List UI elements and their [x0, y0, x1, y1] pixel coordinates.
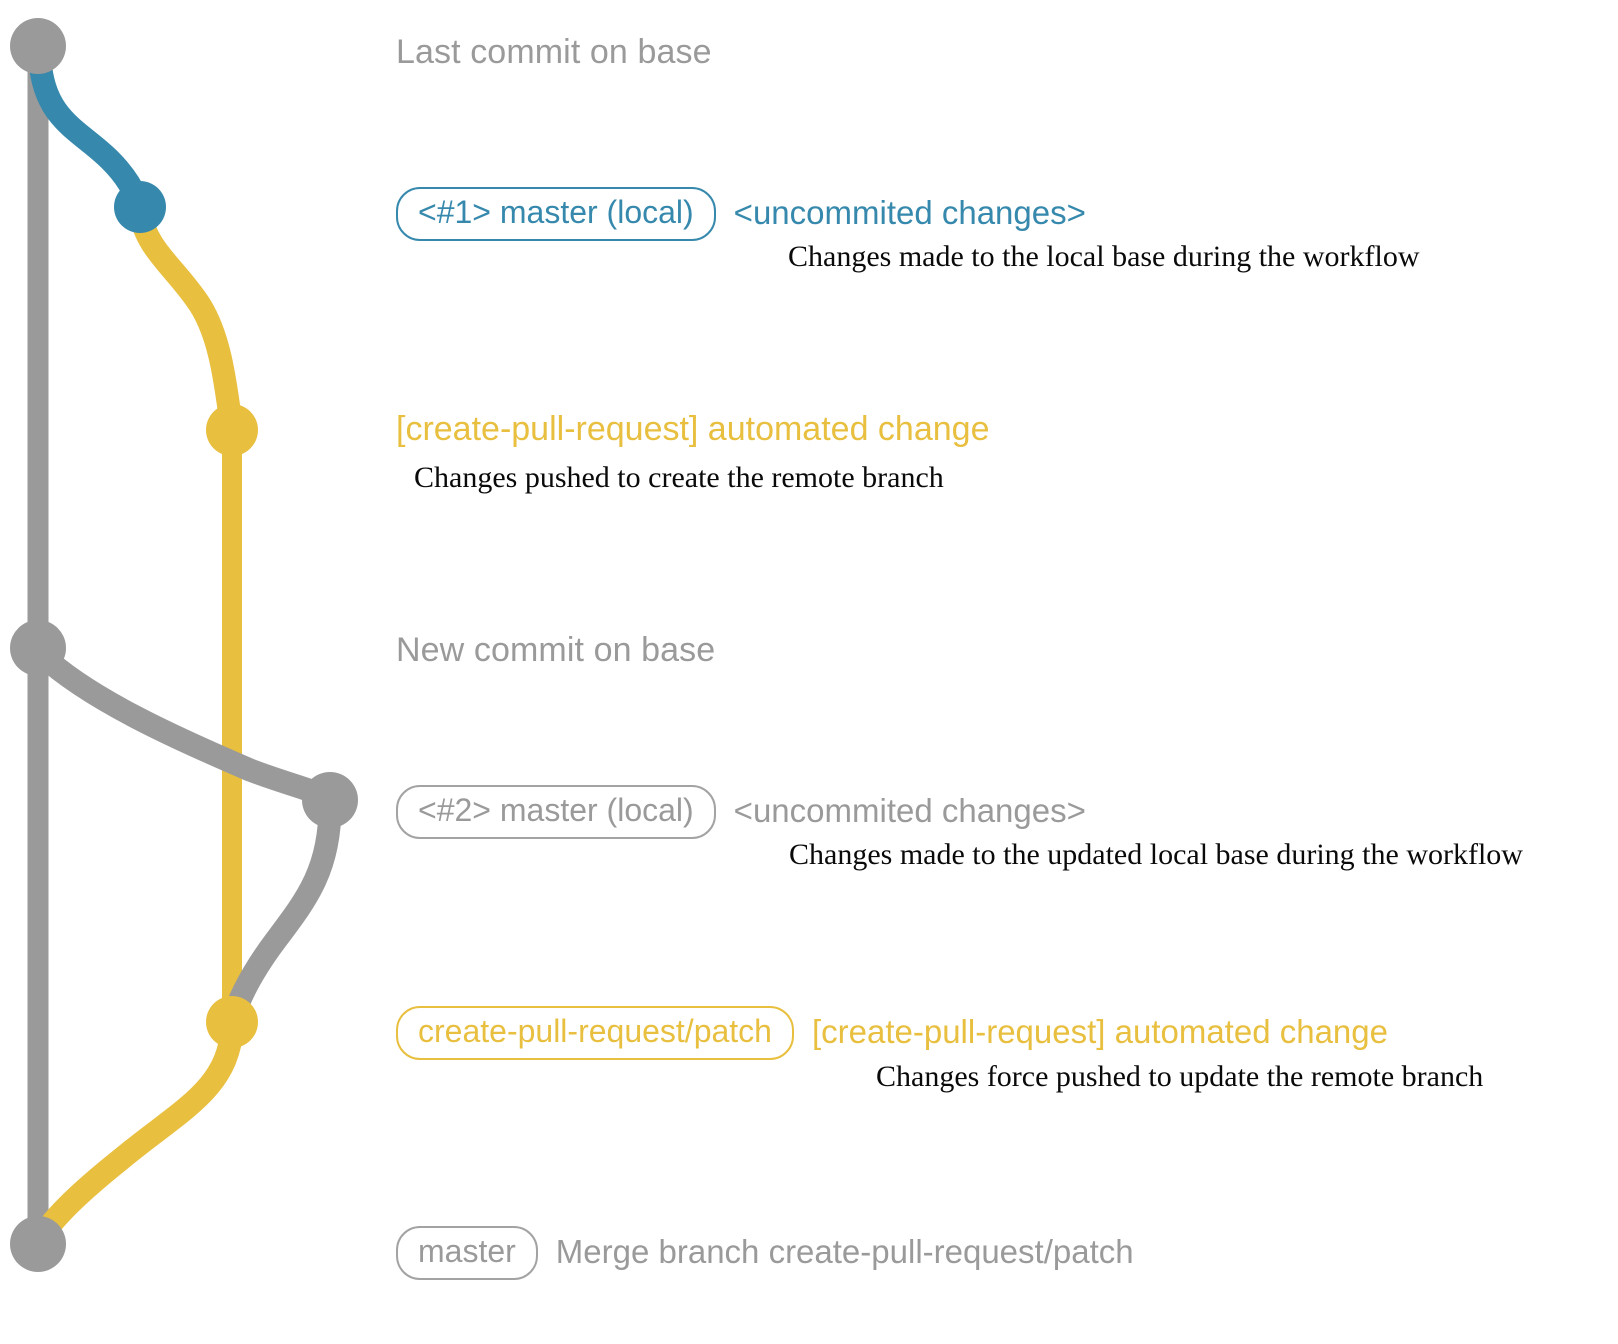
row-last-commit-on-base: Last commit on base [396, 33, 712, 72]
edge-remote2-to-merge [26, 1016, 244, 1256]
commit-subject-master-local-1: <uncommited changes> [733, 194, 1086, 232]
branch-pill-master-local-1[interactable]: <#1> master (local) [396, 187, 716, 241]
row-new-commit-on-base: New commit on base [396, 631, 715, 670]
edge-local1-to-remote1 [128, 200, 244, 442]
commit-subject-master-local-2: <uncommited changes> [733, 792, 1086, 830]
commit-headline: Last commit on base [396, 33, 712, 71]
commit-node-automated-change-2[interactable] [206, 996, 258, 1048]
commit-node-master-local-1[interactable] [114, 181, 166, 233]
row-master-local-2: <#2> master (local) <uncommited changes> [396, 785, 1086, 839]
commit-node-merge-master[interactable] [10, 1216, 66, 1272]
row-master-local-1: <#1> master (local) <uncommited changes> [396, 187, 1086, 241]
commit-description-automated-change-1: Changes pushed to create the remote bran… [414, 461, 944, 494]
commit-subject-automated-change-1: [create-pull-request] automated change [396, 410, 990, 448]
edge-local2-to-remote2 [220, 794, 342, 1034]
commit-node-new-commit-on-base[interactable] [10, 620, 66, 676]
branch-pill-master-local-2[interactable]: <#2> master (local) [396, 785, 716, 839]
commit-description-automated-change-2: Changes force pushed to update the remot… [876, 1060, 1484, 1093]
commit-description-master-local-2: Changes made to the updated local base d… [789, 838, 1523, 871]
row-merge-master: master Merge branch create-pull-request/… [396, 1226, 1134, 1280]
git-graph [10, 18, 358, 1272]
edge-base2-to-local2 [30, 643, 342, 812]
row-automated-change-1: [create-pull-request] automated change [396, 410, 990, 448]
branch-pill-create-pull-request-patch[interactable]: create-pull-request/patch [396, 1006, 794, 1060]
commit-subject-merge-master: Merge branch create-pull-request/patch [555, 1233, 1134, 1271]
edge-base-to-local1 [28, 48, 152, 219]
commit-headline: New commit on base [396, 631, 716, 669]
commit-node-automated-change-1[interactable] [206, 404, 258, 456]
branch-pill-master[interactable]: master [396, 1226, 538, 1280]
row-automated-change-2: create-pull-request/patch [create-pull-r… [396, 1006, 1388, 1060]
commit-node-last-commit-on-base[interactable] [10, 18, 66, 74]
commit-subject-automated-change-2: [create-pull-request] automated change [811, 1013, 1388, 1051]
commit-node-master-local-2[interactable] [302, 772, 358, 828]
commit-description-master-local-1: Changes made to the local base during th… [788, 240, 1420, 273]
